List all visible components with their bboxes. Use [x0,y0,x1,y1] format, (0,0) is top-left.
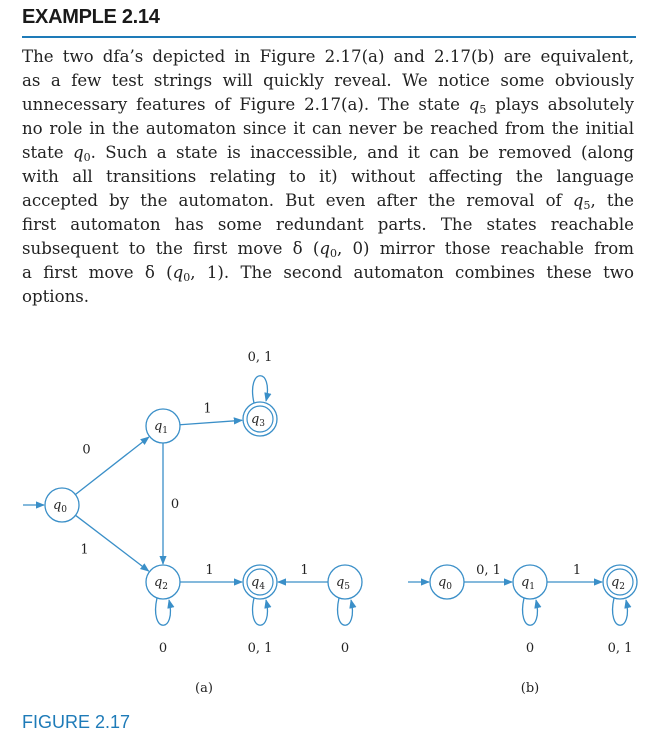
state-a-q0 [44,487,80,523]
final-ring [606,568,634,596]
transition-label: 0 [341,641,349,656]
transition-label: 0 [171,497,179,512]
self-loop [154,597,175,626]
self-loop [251,597,272,626]
transition-label: 0 [159,641,167,656]
transition-label: 1 [573,563,581,578]
self-loop [336,597,357,626]
state-a-q3 [242,401,278,437]
state-a-q5 [327,564,363,600]
transition-label: 1 [203,402,211,417]
heading-rule [22,36,636,38]
paragraph-line: first automaton has some redundant parts… [22,215,634,234]
transition-edge [74,436,150,496]
paragraph-line: state q0. Such a state is inaccessible, … [22,143,634,164]
paragraph-line: unnecessary features of Figure 2.17(a). … [22,95,634,116]
state-b-q2 [602,564,638,600]
paragraph-line: as a few test strings will quickly revea… [22,71,634,90]
transition-label: 0, 1 [248,641,273,656]
transition-label: 0, 1 [476,563,501,578]
state-b-q1 [512,564,548,600]
transition-edge [179,417,243,426]
final-ring [246,405,274,433]
paragraph-line: no role in the automaton since it can ne… [22,119,634,138]
panel-b-label: (b) [521,681,539,696]
self-loop [251,375,272,404]
paragraph-line: a first move δ (q0, 1). The second autom… [22,263,634,284]
transition-label: 0 [82,443,90,458]
transition-label: 0, 1 [608,641,633,656]
state-a-q1 [145,408,181,444]
transition-edge [75,514,150,572]
transition-label: 1 [300,563,308,578]
example-heading: EXAMPLE 2.14 [22,6,160,28]
panel-a-label: (a) [195,681,213,696]
paragraph-line: accepted by the automaton. But even afte… [22,191,634,212]
transition-label: 1 [205,563,213,578]
state-b-q0 [429,564,465,600]
state-a-q2 [145,564,181,600]
example-paragraph: The two dfa’s depicted in Figure 2.17(a)… [22,45,634,309]
transition-label: 0, 1 [248,350,273,365]
paragraph-line: options. [22,287,90,306]
paragraph-line: subsequent to the first move δ (q0, 0) m… [22,239,634,260]
figure-caption: FIGURE 2.17 [22,712,131,732]
transition-label: 0 [526,641,534,656]
final-ring [246,568,274,596]
paragraph-line: The two dfa’s depicted in Figure 2.17(a)… [22,47,634,66]
self-loop [521,597,542,626]
transition-label: 1 [80,543,88,558]
state-a-q4 [242,564,278,600]
paragraph-line: with all transitions relating to it) wit… [22,167,634,186]
self-loop [611,597,632,626]
